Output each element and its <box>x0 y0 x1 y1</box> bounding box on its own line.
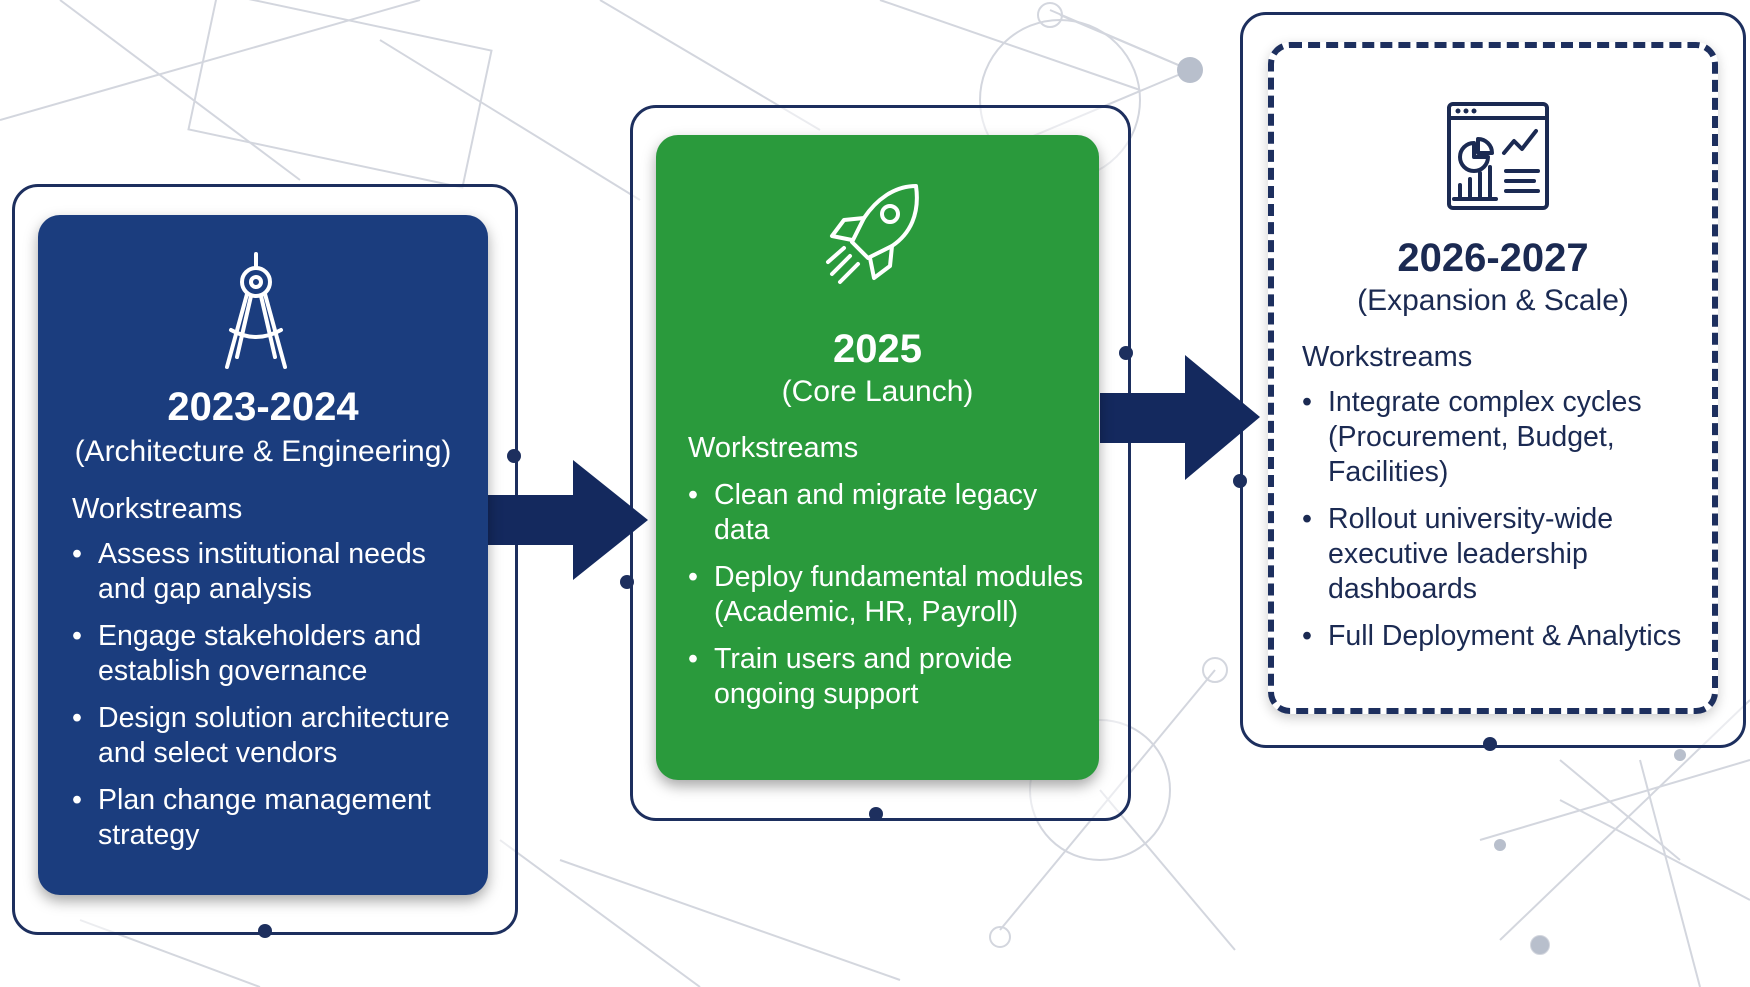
list-item: Train users and provide ongoing support <box>688 642 1088 712</box>
connector-dot <box>620 575 634 589</box>
phase-1-years: 2023-2024 <box>167 385 359 429</box>
list-item: Deploy fundamental modules (Academic, HR… <box>688 560 1088 630</box>
phase-3-card: 2026-2027 (Expansion & Scale) Workstream… <box>1268 42 1718 714</box>
phase-3-workstream-list: Integrate complex cycles (Procurement, B… <box>1302 385 1707 666</box>
connector-dot <box>1233 474 1247 488</box>
analytics-dashboard-icon <box>1447 102 1549 210</box>
arrow-right-1 <box>488 460 648 580</box>
phase-2-card: 2025 (Core Launch) Workstreams Clean and… <box>656 135 1099 780</box>
list-item: Rollout university-wide executive leader… <box>1302 502 1707 607</box>
phase-2-years: 2025 <box>833 327 922 371</box>
connector-dot <box>1119 346 1133 360</box>
arrow-right-2 <box>1100 355 1260 480</box>
phase-3-years: 2026-2027 <box>1397 236 1589 280</box>
compass-icon <box>225 252 287 369</box>
list-item: Design solution architecture and select … <box>72 701 472 771</box>
phase-1-card: 2023-2024 (Architecture & Engineering) W… <box>38 215 488 895</box>
list-item: Full Deployment & Analytics <box>1302 619 1707 654</box>
list-item: Engage stakeholders and establish govern… <box>72 619 472 689</box>
phase-2-workstreams-label: Workstreams <box>688 432 859 464</box>
phase-1-workstreams-label: Workstreams <box>72 493 243 525</box>
phase-3-workstreams-label: Workstreams <box>1302 341 1473 373</box>
phase-3-subtitle: (Expansion & Scale) <box>1357 284 1629 317</box>
list-item: Assess institutional needs and gap analy… <box>72 537 472 607</box>
connector-dot <box>869 807 883 821</box>
rocket-icon <box>826 184 919 284</box>
connector-dot <box>507 449 521 463</box>
list-item: Clean and migrate legacy data <box>688 478 1088 548</box>
phase-2-subtitle: (Core Launch) <box>781 375 974 408</box>
list-item: Integrate complex cycles (Procurement, B… <box>1302 385 1707 490</box>
list-item: Plan change management strategy <box>72 783 472 853</box>
connector-dot <box>1483 737 1497 751</box>
phase-1-subtitle: (Architecture & Engineering) <box>74 435 452 468</box>
connector-dot <box>258 924 272 938</box>
phase-1-workstream-list: Assess institutional needs and gap analy… <box>72 537 472 865</box>
phase-2-workstream-list: Clean and migrate legacy data Deploy fun… <box>688 478 1088 724</box>
